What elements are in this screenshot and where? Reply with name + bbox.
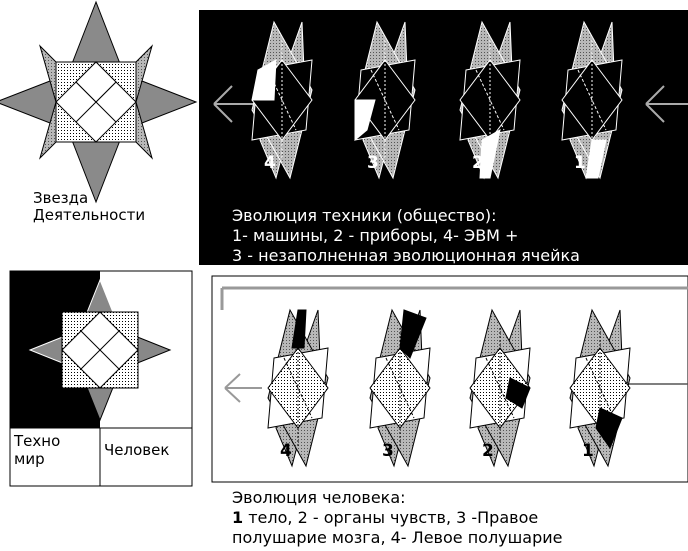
human-star-3-number: 2 <box>482 441 494 461</box>
tech-caption-line3: 3 - незаполненная эволюционная ячейка <box>232 246 580 266</box>
human-caption-line1: Эволюция человека: <box>232 488 406 508</box>
human-label: Человек <box>104 441 169 459</box>
human-caption-line2: 1 тело, 2 - органы чувств, 3 -Правое <box>232 508 538 528</box>
activity-star <box>0 2 196 202</box>
human-star-2-number: 3 <box>382 441 394 461</box>
tech-caption-line2: 1- машины, 2 - приборы, 4- ЭВМ + <box>232 226 518 246</box>
human-caption-rest: тело, 2 - органы чувств, 3 -Правое <box>243 508 538 527</box>
tech-caption-line1: Эволюция техники (общество): <box>232 206 497 226</box>
techno-label-line1: Техно <box>14 432 60 450</box>
human-caption-line3: полушарие мозга, 4- Левое полушарие <box>232 528 562 548</box>
human-caption-num: 1 <box>232 508 243 527</box>
star-caption-line1: Звезда <box>33 189 88 207</box>
tech-star-3-number: 2 <box>472 153 484 173</box>
human-star-4-number: 1 <box>582 441 594 461</box>
human-star-1-number: 4 <box>280 441 292 461</box>
tech-star-4-number: 1 <box>574 153 586 173</box>
tech-star-2-number: 3 <box>367 153 379 173</box>
techno-label-line2: мир <box>14 450 45 468</box>
star-caption-line2: Деятельности <box>33 206 145 224</box>
tech-star-1-number: 4 <box>264 153 276 173</box>
